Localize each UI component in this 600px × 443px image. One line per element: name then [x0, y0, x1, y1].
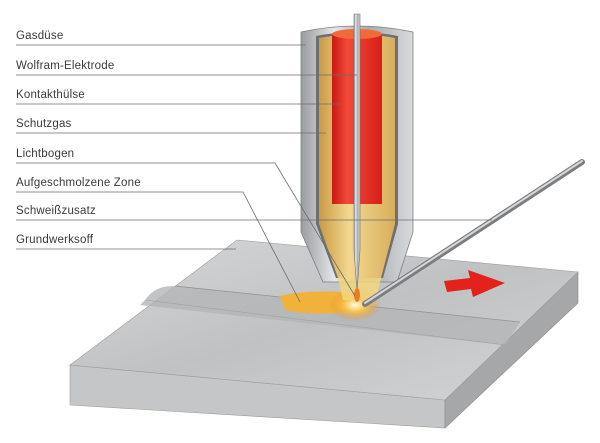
label-molten-zone: Aufgeschmolzene Zone: [16, 177, 141, 189]
welding-direction-arrow-icon: [444, 270, 505, 297]
leader-aufgeschmolzene-zone: [16, 191, 301, 303]
label-contact-sleeve: Kontakthülse: [16, 89, 85, 101]
filler-rod: [362, 159, 585, 307]
workpiece-plate: [69, 239, 579, 429]
label-base-material: Grundwerksoff: [16, 234, 94, 246]
label-arc: Lichtbogen: [16, 148, 75, 160]
label-shielding-gas: Schutzgas: [16, 118, 72, 130]
label-gas-nozzle: Gasdüse: [16, 30, 64, 42]
label-tungsten-electrode: Wolfram-Elektrode: [16, 60, 115, 72]
tungsten-electrode: [353, 13, 361, 302]
leader-lines: [16, 44, 492, 303]
label-filler-metal: Schweißzusatz: [16, 205, 96, 217]
leader-lichtbogen: [16, 162, 356, 297]
